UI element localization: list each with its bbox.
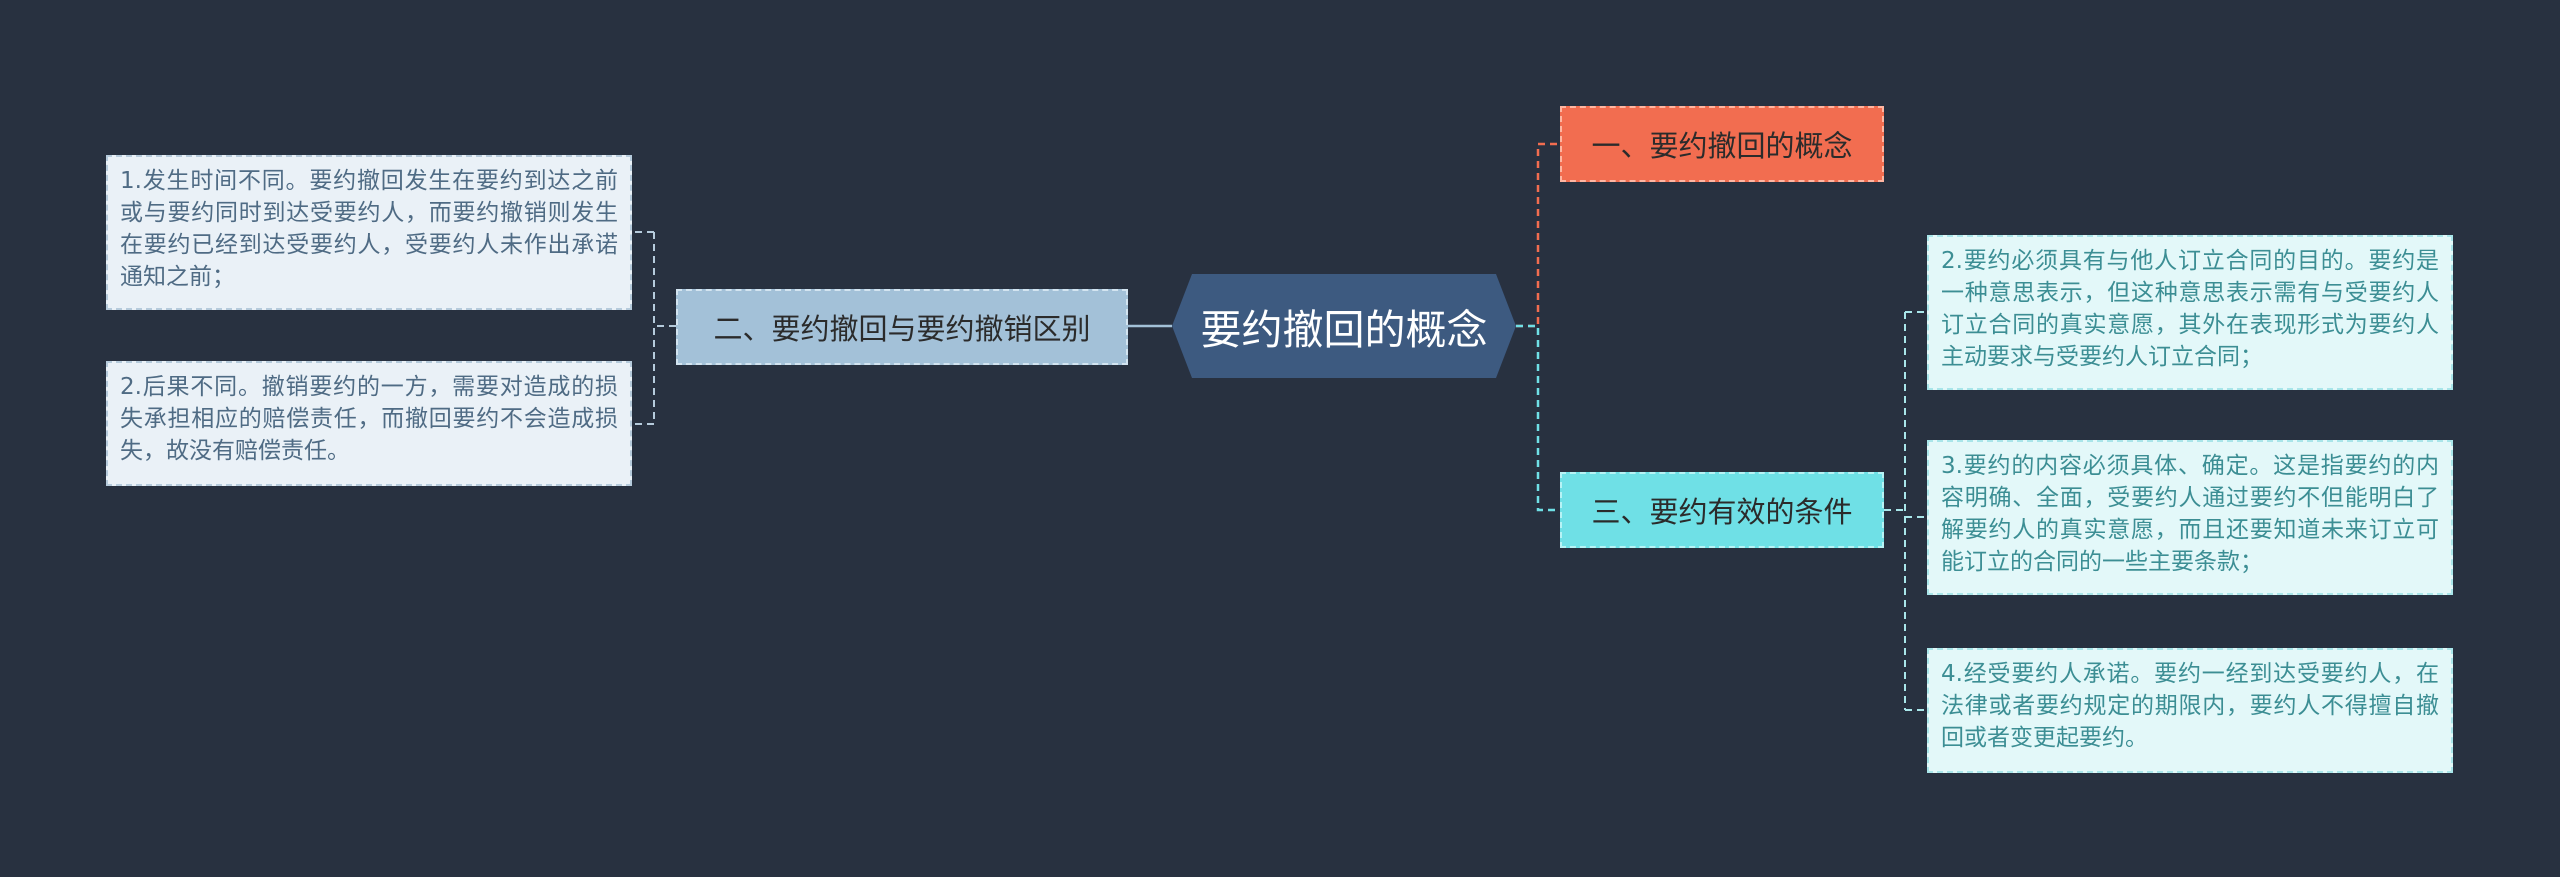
condition-item-text: 4.经受要约人承诺。要约一经到达受要约人，在法律或者要约规定的期限内，要约人不得…: [1941, 661, 2439, 751]
branch-concept-label: 一、要约撤回的概念: [1591, 129, 1853, 163]
branch-conditions-label: 三、要约有效的条件: [1591, 495, 1853, 529]
difference-item-text: 1.发生时间不同。要约撤回发生在要约到达之前或与要约同时到达受要约人，而要约撤销…: [120, 168, 618, 290]
difference-item-time[interactable]: 1.发生时间不同。要约撤回发生在要约到达之前或与要约同时到达受要约人，而要约撤销…: [106, 155, 632, 310]
branch-conditions[interactable]: 三、要约有效的条件: [1560, 472, 1884, 548]
branch-concept[interactable]: 一、要约撤回的概念: [1560, 106, 1884, 182]
root-node[interactable]: 要约撤回的概念: [1172, 274, 1516, 378]
difference-item-text: 2.后果不同。撤销要约的一方，需要对造成的损失承担相应的赔偿责任，而撤回要约不会…: [120, 374, 618, 464]
link-difference-leaves: [632, 231, 676, 425]
condition-item-text: 3.要约的内容必须具体、确定。这是指要约的内容明确、全面，受要约人通过要约不但能…: [1941, 453, 2439, 575]
condition-item-acceptance[interactable]: 4.经受要约人承诺。要约一经到达受要约人，在法律或者要约规定的期限内，要约人不得…: [1927, 648, 2453, 773]
link-root-conditions: [1516, 324, 1560, 512]
condition-item-text: 2.要约必须具有与他人订立合同的目的。要约是一种意思表示，但这种意思表示需有与受…: [1941, 248, 2439, 370]
branch-difference-label: 二、要约撤回与要约撤销区别: [713, 312, 1091, 346]
condition-item-purpose[interactable]: 2.要约必须具有与他人订立合同的目的。要约是一种意思表示，但这种意思表示需有与受…: [1927, 235, 2453, 390]
root-label: 要约撤回的概念: [1200, 306, 1488, 354]
condition-item-content[interactable]: 3.要约的内容必须具体、确定。这是指要约的内容明确、全面，受要约人通过要约不但能…: [1927, 440, 2453, 595]
difference-item-consequence[interactable]: 2.后果不同。撤销要约的一方，需要对造成的损失承担相应的赔偿责任，而撤回要约不会…: [106, 361, 632, 486]
branch-difference[interactable]: 二、要约撤回与要约撤销区别: [676, 289, 1128, 365]
link-conditions-leaves: [1884, 311, 1927, 711]
link-root-concept: [1516, 142, 1560, 328]
